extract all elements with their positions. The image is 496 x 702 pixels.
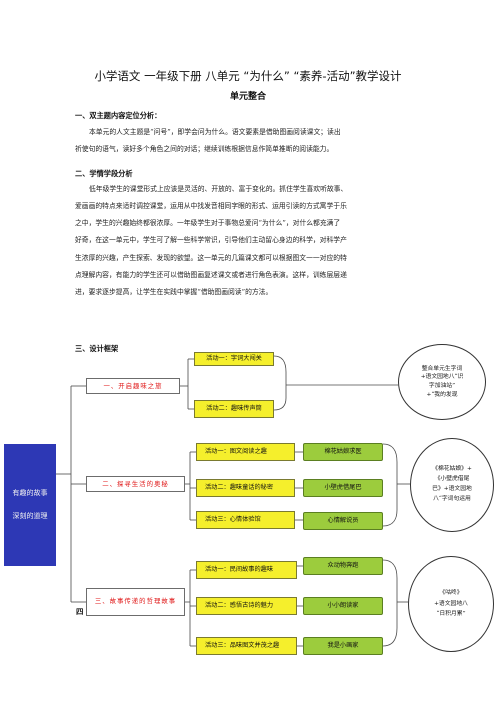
section-2-line: 生浓厚的兴趣，产生探索、发现的欲望。这一单元的几篇课文都可以根据图文一一对应的特	[75, 253, 347, 262]
section-1-line: 本单元的人文主题是“问号”，即学会问为什么。语文要素是借助图画阅读课文；读出	[89, 128, 341, 136]
module-3-task-3: 我是小画家	[303, 637, 383, 655]
section-2-line: 点理解内容，有能力的学生还可以借助图画复述课文或者进行角色表演。这样，训练层层递	[75, 270, 347, 279]
module-3-task-2: 小小朗读家	[303, 597, 383, 615]
module-3-summary: 《咕咚》 +语文园地八 “日积月累”	[408, 556, 494, 652]
module-3-title: 三、故事传递的哲理故事	[86, 588, 185, 616]
unit-title: 单元整合	[229, 92, 266, 102]
section-2-line: 之中，学生的兴趣始终都很浓厚。一年级学生对于事物总爱问“为什么”，对什么都充满了	[75, 219, 341, 228]
section-2-line: 进，要求逐步提高，让学生在实践中掌握“借助图画阅读”的方法。	[75, 288, 273, 297]
module-1-summary: 整合单元生字词 +语文园地八“识 字加油站” +“我的发现	[398, 344, 486, 420]
module-2-activity-1: 活动一：图文阅读之趣	[196, 443, 295, 461]
section-4-heading: 四	[76, 607, 84, 616]
module-2-activity-2: 活动二：趣味童话的秘密	[196, 479, 295, 497]
module-3-activity-1: 活动一：民间故事的趣味	[196, 561, 297, 579]
module-3-activity-2: 活动二：感悟古诗的魅力	[196, 597, 297, 615]
section-2-line: 低年级学生的课堂形式上应该是灵活的、开放的、富于变化的。抓住学生喜欢听故事、	[89, 185, 348, 193]
document-title: 小学语文 一年级下册 八单元 “为什么” “素养-活动”教学设计	[94, 69, 402, 83]
module-2-task-3: 心情解说员	[303, 512, 383, 530]
module-2-activity-3: 活动三：心情体验馆	[196, 511, 295, 529]
section-1-body: 本单元的人文主题是“问号”，即学会问为什么。语文要素是借助图画阅读课文；读出 祈…	[75, 124, 435, 158]
section-2-body: 低年级学生的课堂形式上应该是灵活的、开放的、富于变化的。抓住学生喜欢听故事、 爱…	[75, 181, 435, 301]
framework-root: 有趣的故事 深刻的道理	[4, 444, 56, 566]
module-3-activity-3: 活动三：品味图文并茂之趣	[196, 637, 297, 655]
module-1-activity-1: 活动一：字词大闯关	[194, 352, 274, 366]
section-1-line: 祈使句的语气，读好多个角色之间的对话；继续训练根据信息作简单推断的阅读能力。	[75, 145, 334, 153]
module-2-title: 二、探寻生活的奥秘	[86, 476, 185, 492]
module-2-task-2: 小壁虎借尾巴	[303, 479, 383, 497]
module-2-summary: 《棉花姑娘》+ 《小壁虎借尾 巴》+语文园地 八“字词句运用	[410, 438, 494, 532]
section-3-heading: 三、设计框架	[75, 344, 119, 353]
section-2-line: 爱画画的特点来适时调控课堂，运用从中找发音相同字眼的形式、运用引读的方式寓学于乐	[75, 202, 347, 210]
module-1-activity-2: 活动二：趣味传声筒	[194, 400, 274, 418]
section-2-line: 好奇，在这一单元中，学生可了解一些科学常识，引导他们主动留心身边的科学，对科学产	[75, 236, 347, 245]
module-3-task-1: 众动物奔跑	[303, 557, 383, 575]
module-1-title: 一、开启趣味之旅	[86, 378, 180, 394]
section-1-heading: 一、双主题内容定位分析：	[75, 111, 162, 120]
module-2-task-1: 棉花姑娘求医	[303, 443, 383, 461]
section-2-heading: 二、学情学段分析	[75, 169, 133, 178]
